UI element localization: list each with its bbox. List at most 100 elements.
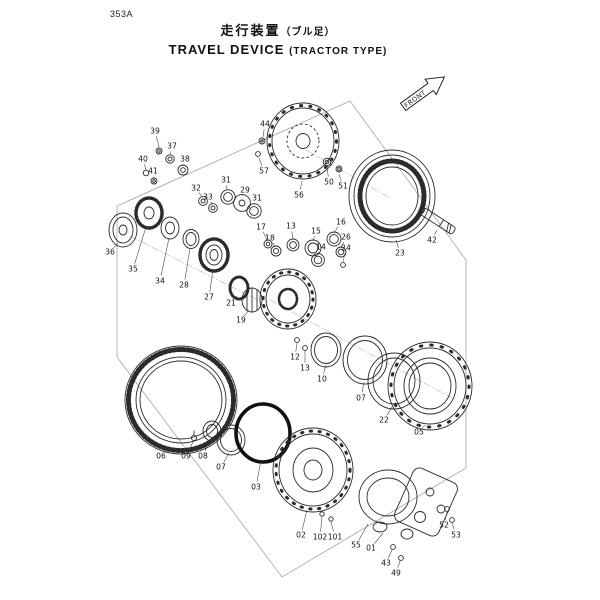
planet-parts-drawing [198, 189, 262, 219]
page-header: 走行装置（ブル足） TRAVEL DEVICE (TRACTOR TYPE) [0, 20, 556, 57]
part-number-27: 27 [204, 293, 214, 302]
leader-lines-layer [113, 129, 455, 568]
part-number-16: 16 [336, 218, 346, 227]
leader-line-49 [397, 560, 401, 568]
ring-08-drawing [202, 420, 222, 442]
leader-line-21 [234, 295, 238, 300]
part-number-37: 37 [167, 142, 177, 151]
leader-line-51 [338, 173, 342, 181]
part-number-49: 49 [391, 569, 401, 578]
part-number-36: 36 [105, 248, 115, 257]
part-number-21: 21 [226, 299, 236, 308]
part-number-28: 28 [179, 281, 189, 290]
title-japanese-sub: （ブル足） [280, 27, 336, 38]
part-number-19: 19 [236, 316, 246, 325]
mounting-bolts-drawing [319, 506, 455, 561]
center-axis-line [269, 299, 453, 399]
part-number-29: 29 [240, 186, 250, 195]
leader-line-50 [326, 166, 329, 177]
part-number-102: 102 [313, 533, 328, 542]
ring-07b-drawing [216, 424, 246, 456]
leader-line-28 [184, 247, 191, 280]
leader-line-06 [165, 447, 173, 453]
leader-line-36 [113, 242, 119, 249]
leader-line-37 [169, 151, 172, 156]
part-number-50: 50 [324, 178, 334, 187]
part-number-14: 14 [316, 243, 326, 252]
leader-line-33 [210, 201, 213, 205]
leader-line-17 [263, 231, 268, 241]
part-number-09: 09 [181, 452, 191, 461]
part-number-31: 31 [221, 176, 231, 185]
part-number-12: 12 [290, 353, 300, 362]
leader-line-29 [241, 194, 243, 197]
ring-28-drawing [182, 229, 200, 249]
cover-bolts-drawing [255, 137, 343, 173]
leader-line-02 [302, 509, 308, 530]
bolt-09-drawing [190, 430, 198, 442]
part-number-44: 44 [260, 120, 270, 129]
drum-05-drawing [387, 341, 473, 431]
cover-36-drawing [108, 212, 138, 248]
part-number-05: 05 [414, 428, 424, 437]
leader-line-31 [253, 202, 255, 205]
leader-line-34 [160, 237, 170, 276]
part-number-38: 38 [180, 155, 190, 164]
diagram-frame-border [116, 100, 467, 578]
travel-motor-drawing [358, 467, 458, 540]
title-english-sub: (TRACTOR TYPE) [289, 46, 388, 57]
hub-bolts-drawing [294, 337, 308, 351]
leader-line-35 [134, 226, 147, 264]
part-number-101: 101 [328, 533, 343, 542]
leader-line-23 [395, 239, 399, 248]
leader-line-14 [317, 251, 320, 255]
leader-line-101 [330, 521, 334, 532]
title-english-main: TRAVEL DEVICE [168, 42, 285, 57]
leader-line-39 [156, 136, 160, 148]
leader-line-19 [244, 309, 250, 316]
ring-07-drawing [342, 335, 388, 385]
part-number-15: 15 [311, 227, 321, 236]
floating-seal-03-drawing [234, 402, 292, 464]
title-english: TRAVEL DEVICE (TRACTOR TYPE) [0, 42, 556, 57]
leader-line-102 [320, 516, 323, 532]
leader-line-56 [299, 180, 303, 190]
leader-line-03 [256, 459, 262, 482]
page-number: 353A [110, 9, 134, 19]
ring-gear-06-drawing [124, 345, 238, 455]
leader-line-05 [422, 424, 426, 429]
part-number-17: 17 [256, 223, 266, 232]
leader-line-32 [198, 192, 203, 198]
part-number-22: 22 [379, 416, 389, 425]
leader-line-15 [312, 236, 315, 242]
part-number-06: 06 [156, 452, 166, 461]
part-number-35: 35 [128, 265, 138, 274]
part-number-33: 33 [203, 193, 213, 202]
part-number-57: 57 [259, 167, 269, 176]
ring-gear-23-drawing [348, 149, 436, 243]
part-number-26: 26 [341, 233, 351, 242]
part-number-13: 13 [286, 222, 296, 231]
gear-27-drawing [198, 237, 230, 273]
leader-line-55 [358, 523, 369, 541]
part-number-32: 32 [191, 184, 201, 193]
cover-plate-drawing [266, 102, 340, 180]
drive-shaft-drawing [418, 206, 456, 235]
part-number-31: 31 [252, 194, 262, 203]
part-number-07: 07 [356, 394, 366, 403]
part-number-40: 40 [138, 155, 148, 164]
sun-gear-19-drawing [241, 287, 263, 313]
leader-line-27 [209, 269, 214, 292]
part-number-01: 01 [366, 544, 376, 553]
front-arrow-outline [399, 76, 446, 112]
part-number-56: 56 [294, 191, 304, 200]
part-number-53: 53 [451, 531, 461, 540]
leader-line-07 [361, 381, 365, 393]
part-number-41: 41 [148, 167, 158, 176]
leader-line-42 [434, 229, 438, 236]
leader-line-16 [333, 226, 339, 234]
coupling-21-drawing [228, 275, 250, 301]
part-number-52: 52 [439, 521, 449, 530]
bearing-rings-drawing [263, 231, 347, 268]
